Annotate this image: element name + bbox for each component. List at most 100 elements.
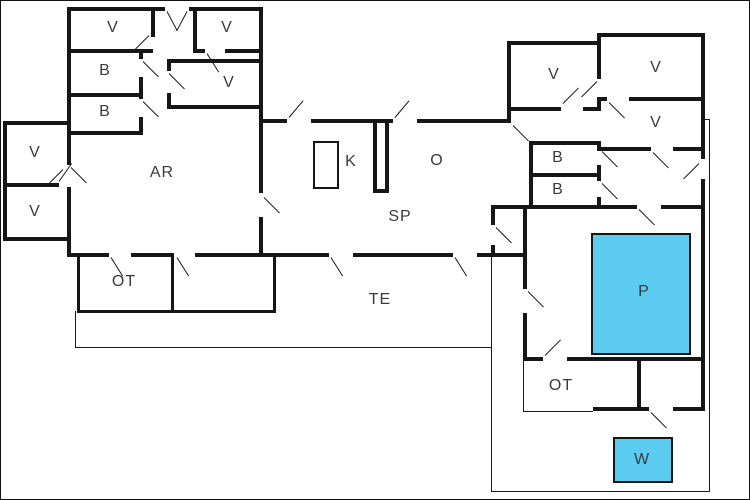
wall-segment <box>597 33 601 79</box>
wall-segment <box>3 237 67 241</box>
wall-segment <box>597 99 601 107</box>
wall-segment <box>193 7 197 49</box>
wall-segment <box>567 357 705 361</box>
wall-segment <box>139 49 143 59</box>
wall-segment <box>67 7 71 121</box>
wall-segment <box>171 253 174 313</box>
terrace-outline <box>491 491 710 492</box>
room-label-te: TE <box>368 291 392 308</box>
door-swing-mark <box>562 87 579 104</box>
door-swing-mark <box>454 257 468 277</box>
wall-segment <box>69 49 153 53</box>
wall-segment <box>583 107 601 111</box>
room-label-w: W <box>633 451 651 468</box>
wall-segment <box>139 117 143 135</box>
wall-segment <box>491 245 495 257</box>
room-label-k: K <box>345 153 357 170</box>
room-label-v-3: V <box>223 74 235 91</box>
wall-segment <box>673 147 705 151</box>
door-swing-mark <box>683 163 700 180</box>
wall-segment <box>507 41 601 45</box>
wall-segment <box>417 119 511 123</box>
wall-segment <box>69 93 139 97</box>
room-label-v-7: V <box>650 59 662 76</box>
door-swing-mark <box>495 227 512 244</box>
wall-segment <box>3 183 59 187</box>
door-swing-mark <box>652 152 669 169</box>
wall-segment <box>597 147 651 151</box>
door-swing-mark <box>176 11 188 32</box>
terrace-outline <box>705 119 710 120</box>
door-swing-mark <box>330 257 344 277</box>
terrace-outline <box>491 257 492 492</box>
room-label-pool: P <box>638 283 650 300</box>
wall-segment <box>259 119 287 123</box>
wall-segment <box>701 179 705 411</box>
wall-segment <box>529 173 601 177</box>
room-label-ot-west: OT <box>111 273 137 290</box>
wall-segment <box>67 253 109 257</box>
wall-segment <box>673 407 705 411</box>
wall-segment <box>259 217 263 253</box>
wall-segment <box>507 41 511 123</box>
door-swing-mark <box>527 291 544 308</box>
door-swing-mark <box>168 73 185 90</box>
wall-segment <box>529 141 533 209</box>
door-swing-mark <box>608 102 625 119</box>
room-label-v-1: V <box>107 19 119 36</box>
wall-segment <box>3 121 7 241</box>
wall-segment <box>67 7 165 11</box>
wall-segment <box>491 205 495 225</box>
wall-segment <box>529 141 601 145</box>
wall-segment <box>601 205 637 209</box>
wall-segment <box>67 121 71 165</box>
wall-segment <box>491 205 601 209</box>
wall-segment <box>167 93 171 109</box>
door-swing-mark <box>263 197 280 214</box>
room-label-b-3: B <box>552 149 564 166</box>
wall-segment <box>597 97 607 101</box>
door-swing-mark <box>394 100 410 118</box>
door-swing-mark <box>581 81 598 98</box>
door-swing-mark <box>142 101 159 118</box>
wall-segment <box>597 165 601 181</box>
wall-segment <box>167 105 263 109</box>
door-swing-mark <box>288 100 304 118</box>
room-label-b-2: B <box>99 103 111 120</box>
wall-segment <box>637 357 641 411</box>
wall-segment <box>195 253 329 257</box>
whirlpool-tub <box>613 437 673 483</box>
room-label-v-4: V <box>29 144 41 161</box>
wall-segment <box>131 253 173 257</box>
wall-segment <box>193 49 205 53</box>
door-swing-mark <box>142 61 159 78</box>
wall-segment <box>167 59 171 71</box>
room-label-sp: SP <box>388 208 412 225</box>
room-label-o: O <box>430 152 444 169</box>
wall-segment <box>629 97 705 101</box>
wall-segment <box>67 187 71 257</box>
wall-segment <box>507 107 561 111</box>
wall-segment <box>273 253 276 313</box>
wall-segment <box>139 77 143 99</box>
terrace-outline <box>75 347 492 348</box>
wall-segment <box>311 119 393 123</box>
wall-segment <box>69 131 143 135</box>
swimming-pool <box>591 233 691 355</box>
wall-segment <box>151 7 155 37</box>
wall-segment <box>593 407 649 411</box>
terrace-outline <box>523 361 524 411</box>
wall-segment <box>189 7 263 11</box>
wall-segment <box>701 33 705 159</box>
terrace-outline <box>523 411 593 412</box>
wall-segment <box>597 197 601 209</box>
door-swing-mark <box>638 209 655 226</box>
room-label-v-2: V <box>221 19 233 36</box>
wall-segment <box>523 357 543 361</box>
wall-segment <box>523 205 527 289</box>
room-label-v-8: V <box>650 114 662 131</box>
door-swing-mark <box>650 412 667 429</box>
wall-segment <box>167 59 263 63</box>
door-swing-mark <box>512 125 529 142</box>
